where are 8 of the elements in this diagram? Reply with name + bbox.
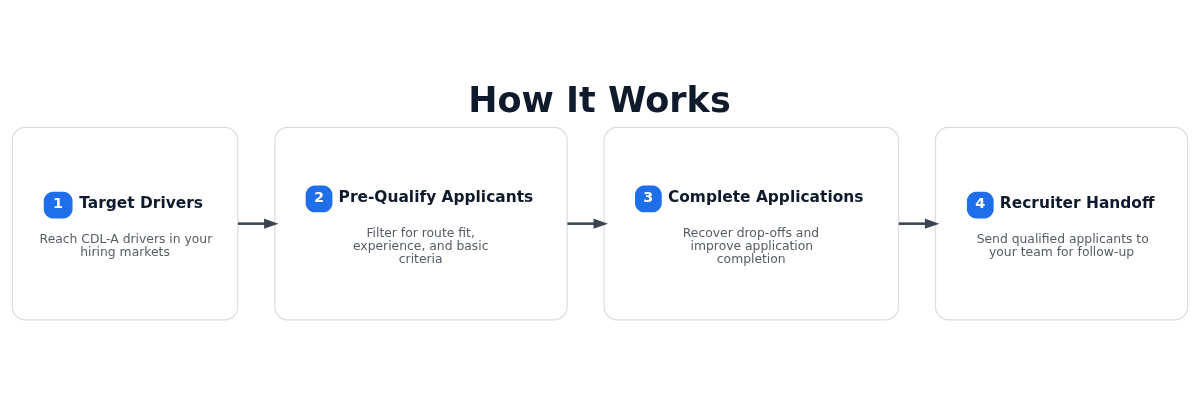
node-box: 2 Pre-Qualify Applicants Filter for route fit, experience, and basic criteria bbox=[274, 126, 568, 320]
node-box: 3 Complete Applications Recover drop-offs and improve application completion bbox=[603, 126, 900, 320]
diagram-title: How It Works bbox=[468, 79, 731, 120]
node-box: 1 Target Drivers Reach CDL-A drivers in your hiring markets bbox=[11, 126, 239, 320]
node-box: 4 Recruiter Handoff Send qualified applicants to your team for follow-up bbox=[934, 126, 1189, 320]
arrow bbox=[238, 218, 279, 229]
arrow bbox=[567, 218, 608, 229]
arrow bbox=[898, 218, 940, 229]
